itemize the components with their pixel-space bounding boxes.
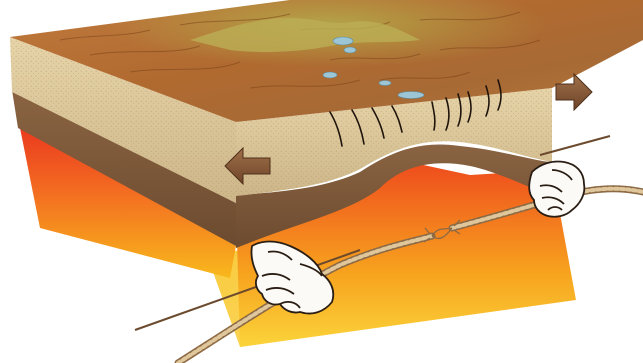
right-hand bbox=[529, 161, 584, 216]
lake-3 bbox=[323, 72, 337, 78]
lake-4 bbox=[379, 81, 391, 86]
lake-1 bbox=[333, 37, 353, 45]
lake-2 bbox=[344, 47, 356, 53]
lake-5 bbox=[398, 92, 424, 99]
